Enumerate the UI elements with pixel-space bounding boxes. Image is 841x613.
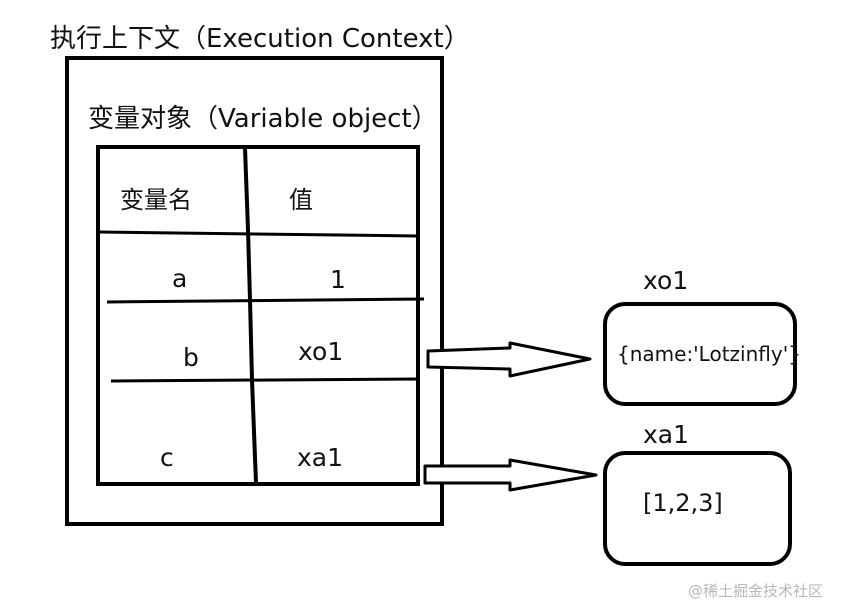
xa1-label: xa1 (643, 420, 690, 449)
execution-context-box (65, 56, 444, 526)
xo1-object-content: {name:'Lotzinfly'} (617, 342, 801, 366)
header-value: 值 (289, 186, 313, 214)
row-divider-a (106, 297, 425, 304)
arrow-to-xo1 (426, 341, 592, 378)
header-variable-name: 变量名 (120, 186, 192, 214)
xa1-object-box (603, 451, 792, 566)
row-a-name: a (172, 264, 188, 293)
column-divider (243, 147, 258, 484)
xo1-object-box (603, 302, 797, 406)
row-c-name: c (160, 443, 174, 472)
arrow-to-xa1 (423, 458, 598, 492)
row-b-value: xo1 (298, 337, 344, 366)
variable-object-title: 变量对象（Variable object） (88, 104, 438, 134)
row-divider-header (98, 230, 418, 238)
row-c-value: xa1 (297, 443, 344, 472)
row-a-value: 1 (330, 265, 346, 294)
execution-context-title: 执行上下文（Execution Context） (50, 24, 470, 54)
variable-table-box (96, 145, 420, 486)
watermark: @稀土掘金技术社区 (687, 582, 823, 600)
row-b-name: b (183, 343, 199, 372)
row-divider-b (110, 377, 419, 383)
xo1-label: xo1 (643, 266, 689, 295)
xa1-array-content: [1,2,3] (643, 489, 723, 517)
